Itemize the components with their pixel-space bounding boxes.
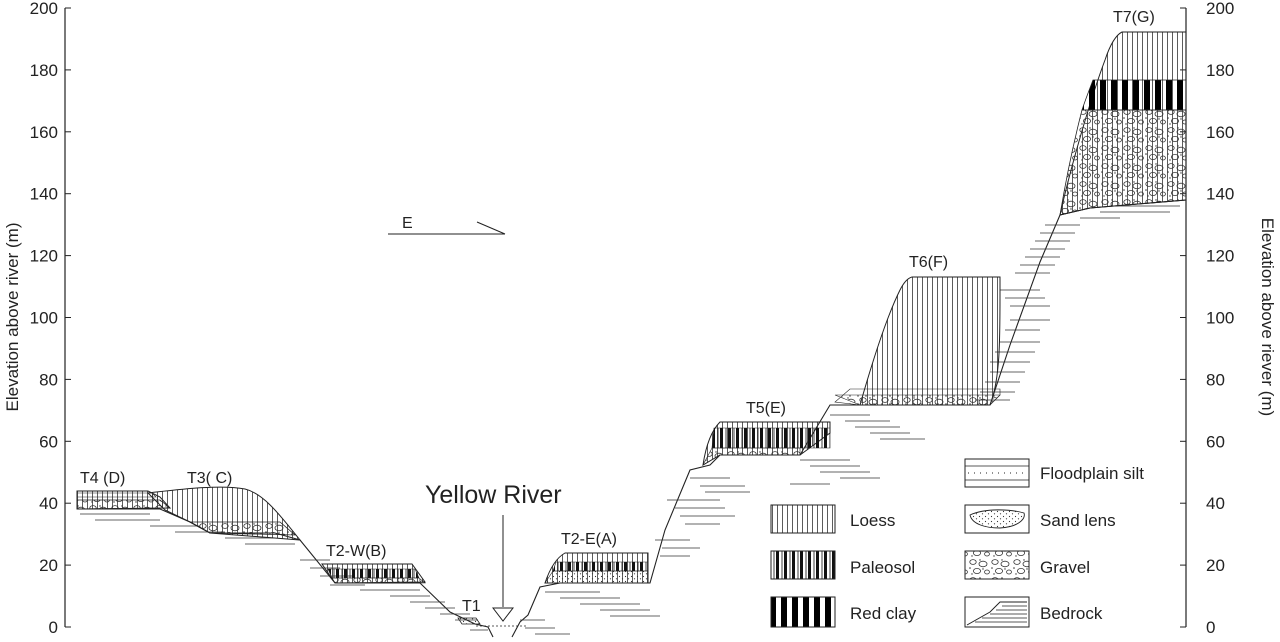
left-axis-tick-label: 40 bbox=[39, 494, 58, 513]
legend-label-floodplain-silt: Floodplain silt bbox=[1040, 464, 1144, 483]
right-axis-tick-label: 80 bbox=[1206, 370, 1225, 389]
left-axis-tick-label: 200 bbox=[30, 0, 58, 18]
legend-label-loess: Loess bbox=[850, 511, 895, 530]
terrace-label-t7: T7(G) bbox=[1113, 9, 1155, 26]
left-axis-tick-label: 60 bbox=[39, 432, 58, 451]
terrace-t7-deposits bbox=[1059, 31, 1187, 216]
legend-label-red-clay: Red clay bbox=[850, 604, 917, 623]
river-label: Yellow River bbox=[425, 481, 562, 509]
terrace-t3-deposits bbox=[146, 486, 302, 541]
legend-item-paleosol: Paleosol bbox=[770, 550, 915, 580]
right-axis-tick-label: 140 bbox=[1206, 185, 1234, 204]
legend-label-gravel: Gravel bbox=[1040, 558, 1090, 577]
left-axis-tick-label: 80 bbox=[39, 370, 58, 389]
right-axis-ticks: 0 20 40 60 80 100 120 140 160 180 200 bbox=[1180, 0, 1234, 637]
left-axis-tick-label: 140 bbox=[30, 185, 58, 204]
terrace-t5-deposits bbox=[702, 421, 831, 466]
left-axis-tick-label: 20 bbox=[39, 556, 58, 575]
terrace-t2w-deposits bbox=[321, 563, 426, 584]
east-direction-arrow bbox=[388, 221, 506, 235]
terrace-label-t4: T4 (D) bbox=[80, 470, 125, 487]
terrace-label-t5: T5(E) bbox=[746, 400, 786, 417]
bedrock-hatch bbox=[80, 205, 1180, 635]
right-axis-tick-label: 100 bbox=[1206, 309, 1234, 328]
right-axis-tick-label: 0 bbox=[1206, 618, 1215, 637]
terrace-t6-deposits bbox=[834, 276, 1001, 406]
left-axis-label: Elevation above river (m) bbox=[3, 223, 22, 412]
left-axis: 0 20 40 60 80 100 120 140 160 180 200 bbox=[30, 0, 71, 637]
left-axis-ticks: 0 20 40 60 80 100 120 140 160 180 200 bbox=[30, 0, 71, 637]
terrace-label-t3: T3( C) bbox=[187, 470, 232, 487]
legend-item-gravel: Gravel bbox=[964, 550, 1090, 580]
right-axis-tick-label: 200 bbox=[1206, 0, 1234, 18]
terrace-label-t2e: T2-E(A) bbox=[561, 531, 617, 548]
right-axis-tick-label: 40 bbox=[1206, 494, 1225, 513]
right-axis-tick-label: 120 bbox=[1206, 247, 1234, 266]
legend-label-bedrock: Bedrock bbox=[1040, 604, 1103, 623]
legend-item-red-clay: Red clay bbox=[770, 596, 917, 628]
terrace-label-t1: T1 bbox=[462, 598, 481, 615]
left-axis-tick-label: 180 bbox=[30, 61, 58, 80]
legend-item-floodplain-silt: Floodplain silt bbox=[964, 458, 1144, 488]
legend: Loess Paleosol Red clay Floodplain silt … bbox=[770, 458, 1144, 628]
right-axis-label: Elevation above riever (m) bbox=[1258, 218, 1277, 416]
legend-item-loess: Loess bbox=[770, 504, 895, 534]
right-axis-tick-label: 180 bbox=[1206, 61, 1234, 80]
direction-label: E bbox=[402, 215, 413, 232]
river-marker bbox=[476, 515, 526, 627]
legend-label-paleosol: Paleosol bbox=[850, 558, 915, 577]
right-axis-tick-label: 160 bbox=[1206, 123, 1234, 142]
left-axis-tick-label: 160 bbox=[30, 123, 58, 142]
left-axis-tick-label: 0 bbox=[49, 618, 58, 637]
right-axis-tick-label: 20 bbox=[1206, 556, 1225, 575]
right-axis: 0 20 40 60 80 100 120 140 160 180 200 bbox=[1180, 0, 1234, 637]
left-axis-tick-label: 100 bbox=[30, 309, 58, 328]
legend-label-sand-lens: Sand lens bbox=[1040, 511, 1116, 530]
legend-item-sand-lens: Sand lens bbox=[964, 504, 1116, 534]
right-axis-tick-label: 60 bbox=[1206, 432, 1225, 451]
terrace-t2e-deposits bbox=[544, 552, 649, 584]
terrace-t1-deposits bbox=[457, 617, 481, 625]
left-axis-tick-label: 120 bbox=[30, 247, 58, 266]
terrace-label-t6: T6(F) bbox=[909, 254, 948, 271]
terrace-label-t2w: T2-W(B) bbox=[326, 543, 386, 560]
legend-item-bedrock: Bedrock bbox=[964, 596, 1103, 628]
